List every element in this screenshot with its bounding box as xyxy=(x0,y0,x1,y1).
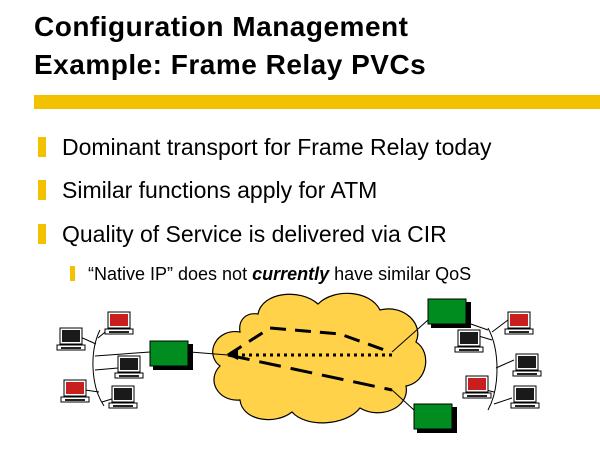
frame-relay-switch-icon xyxy=(149,340,193,370)
computer-terminal-icon xyxy=(60,379,90,403)
bullet-3: Quality of Service is delivered via CIR xyxy=(62,221,447,247)
computer-terminal-icon xyxy=(510,385,540,409)
sub-bullet-prefix: “Native IP” does not xyxy=(88,264,253,284)
title-line-1: Configuration Management xyxy=(34,11,409,42)
sub-bullet-suffix: have similar QoS xyxy=(329,264,472,284)
network-cloud-icon xyxy=(212,292,427,424)
bullet-marker xyxy=(38,224,46,244)
bullet-marker xyxy=(38,180,46,200)
computer-terminal-icon xyxy=(504,311,534,335)
frame-relay-switch-icon xyxy=(413,403,457,433)
computer-terminal-icon xyxy=(512,353,542,377)
frame-relay-switch-icon xyxy=(427,298,471,328)
bullet-marker xyxy=(38,137,46,157)
sub-bullet-emphasis: currently xyxy=(252,264,330,284)
title-underline xyxy=(34,95,600,109)
frame-relay-network-diagram xyxy=(56,292,542,433)
slide-title: Configuration Management Example: Frame … xyxy=(34,8,594,84)
computer-terminal-icon xyxy=(114,355,144,379)
title-line-2: Example: Frame Relay PVCs xyxy=(34,49,427,80)
computer-terminal-icon xyxy=(108,385,138,409)
sub-bullet-marker xyxy=(70,266,75,281)
computer-terminal-icon xyxy=(56,327,86,351)
sub-bullet: “Native IP” does not currently have simi… xyxy=(88,262,471,286)
bullet-2: Similar functions apply for ATM xyxy=(62,177,378,203)
bullet-1: Dominant transport for Frame Relay today xyxy=(62,134,492,160)
computer-terminal-icon xyxy=(454,329,484,353)
computer-terminal-icon xyxy=(462,375,492,399)
computer-terminal-icon xyxy=(104,311,134,335)
